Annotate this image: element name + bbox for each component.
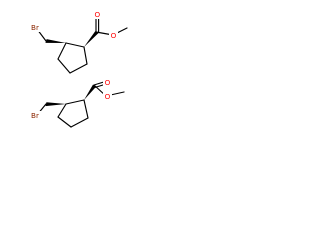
molecule-2-bromine-atom: Br	[31, 111, 39, 120]
molecule-1-br-label-bg	[28, 23, 42, 32]
molecule-1-wedge-bond-ch2	[45, 39, 66, 43]
chemical-structure-canvas: Br O O Br O O	[0, 0, 152, 152]
molecule-1-carbonyl-oxygen-atom: O	[94, 10, 100, 19]
molecule-2-wedge-bond-ch2	[45, 102, 66, 107]
molecule-1-ring-bond-4	[57, 58, 71, 74]
molecule-2-o-ester-label-bg	[103, 92, 112, 101]
molecule-1-o-carbonyl-label-bg	[93, 10, 102, 19]
molecule-1-o-ester-label-bg	[109, 31, 118, 40]
molecule-2-ring-bond-2	[83, 99, 89, 119]
molecule-1: Br O O	[28, 10, 128, 74]
molecule-1-ester-oxygen-atom: O	[111, 31, 117, 40]
molecule-2-br-label-bg	[28, 111, 42, 120]
molecule-2-ring-bond-1	[65, 99, 85, 105]
molecule-2-ring-bond-3	[70, 117, 89, 128]
molecule-2-wedge-bond-carbonyl	[84, 84, 97, 100]
molecule-2-ester-oxygen-atom: O	[105, 92, 111, 101]
molecule-2-carbonyl-oxygen-atom: O	[105, 78, 111, 87]
molecule-1-bromine-atom: Br	[31, 23, 39, 32]
molecule-1-ring-bond-3	[69, 63, 88, 74]
molecule-1-ring-bond-1	[65, 42, 85, 48]
molecule-1-wedge-bond-carbonyl	[84, 31, 99, 47]
molecule-2: Br O O	[28, 78, 125, 128]
molecule-1-ring-bond-2	[83, 46, 88, 65]
molecule-2-ring-bond-5	[57, 103, 67, 118]
molecule-2-o-carbonyl-label-bg	[103, 78, 112, 87]
molecule-2-ring-bond-4	[57, 116, 72, 128]
molecule-1-ring-bond-5	[57, 42, 67, 60]
